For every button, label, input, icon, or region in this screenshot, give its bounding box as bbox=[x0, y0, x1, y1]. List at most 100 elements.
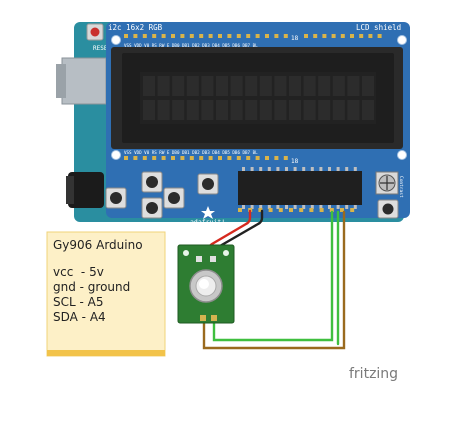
gy906-sensor-module bbox=[177, 244, 235, 324]
header-pin bbox=[329, 208, 334, 212]
header-pin bbox=[246, 156, 251, 160]
header-pin bbox=[313, 34, 318, 38]
header-pin bbox=[368, 34, 373, 38]
header-pin bbox=[133, 156, 138, 160]
lcd-cell bbox=[289, 100, 301, 120]
header-pin bbox=[319, 208, 324, 212]
shield-header-right: LCD shield bbox=[356, 23, 401, 32]
lcd-cell bbox=[186, 100, 199, 120]
header-pin bbox=[199, 34, 204, 38]
lcd-cell bbox=[245, 76, 258, 96]
header-pin bbox=[199, 156, 204, 160]
lcd-cell bbox=[157, 100, 170, 120]
header-pin bbox=[377, 34, 382, 38]
header-pin bbox=[161, 156, 166, 160]
button-right[interactable] bbox=[163, 187, 185, 209]
lcd-cell bbox=[303, 76, 316, 96]
header-pin bbox=[350, 34, 354, 38]
wire-scl bbox=[202, 210, 346, 350]
header-pin bbox=[350, 208, 355, 212]
header-pin bbox=[142, 156, 147, 160]
lcd-cell bbox=[347, 76, 360, 96]
wires bbox=[202, 209, 346, 350]
button-up[interactable] bbox=[141, 171, 163, 193]
lcd-cell bbox=[143, 100, 155, 120]
header-pin bbox=[289, 208, 293, 212]
bottom-pin-labels: VSS VDD V0 RS RW E DB0 DB1 DB2 DB3 DB4 D… bbox=[124, 150, 258, 155]
header-pin bbox=[274, 156, 279, 160]
mcp23017-chip bbox=[238, 167, 362, 209]
adafruit-star-icon bbox=[201, 206, 215, 219]
header-pin bbox=[255, 34, 260, 38]
analog-header-pins bbox=[238, 208, 355, 212]
lcd-display bbox=[111, 47, 403, 149]
header-pin bbox=[124, 156, 128, 160]
bottom-header-pins bbox=[124, 156, 288, 160]
header-pin bbox=[265, 34, 269, 38]
lcd-cell bbox=[347, 100, 360, 120]
mount-hole bbox=[397, 150, 407, 160]
button-left[interactable] bbox=[105, 187, 127, 209]
reset-button-arduino[interactable] bbox=[86, 23, 104, 41]
lcd-cell bbox=[157, 76, 170, 96]
contrast-potentiometer[interactable] bbox=[375, 171, 399, 195]
lcd-cell bbox=[362, 76, 374, 96]
shield-header-left: i2c 16x2 RGB bbox=[108, 23, 163, 32]
header-pin bbox=[189, 34, 194, 38]
header-pin bbox=[124, 34, 128, 38]
header-pin bbox=[189, 156, 194, 160]
header-pin bbox=[359, 34, 364, 38]
lcd-cell bbox=[332, 76, 345, 96]
header-pin bbox=[152, 156, 157, 160]
note-card: Gy906 Arduino vcc - 5v gnd - ground SCL … bbox=[46, 231, 166, 357]
header-pin bbox=[161, 34, 166, 38]
top-pin-end-label: 18 bbox=[291, 35, 299, 42]
button-reset-shield[interactable] bbox=[377, 199, 399, 219]
header-pin bbox=[208, 34, 213, 38]
lcd-cell bbox=[216, 100, 228, 120]
bottom-pin-end-label: 18 bbox=[291, 158, 299, 165]
lcd-cell bbox=[274, 100, 287, 120]
lcd-cell bbox=[318, 76, 331, 96]
lcd-cell bbox=[143, 76, 155, 96]
top-header-pins bbox=[124, 34, 382, 38]
button-down[interactable] bbox=[141, 197, 163, 219]
note-line-5: SDA - A4 bbox=[53, 310, 106, 324]
header-pin bbox=[283, 156, 288, 160]
lcd-cell bbox=[230, 76, 243, 96]
header-pin bbox=[274, 34, 279, 38]
fritzing-watermark: fritzing bbox=[349, 366, 398, 382]
header-pin bbox=[268, 208, 273, 212]
header-pin bbox=[227, 34, 232, 38]
mount-hole bbox=[397, 35, 407, 45]
lcd-cell bbox=[259, 76, 272, 96]
lcd-cell bbox=[362, 100, 374, 120]
header-pin bbox=[340, 208, 344, 212]
header-pin bbox=[246, 34, 251, 38]
lcd-character-cells bbox=[143, 76, 374, 120]
header-pin bbox=[299, 208, 304, 212]
header-pin bbox=[133, 34, 138, 38]
reset-label: RESET bbox=[93, 45, 111, 52]
wire-sda bbox=[212, 210, 334, 342]
mount-hole bbox=[111, 35, 121, 45]
lcd-cell bbox=[274, 76, 287, 96]
mount-hole bbox=[111, 150, 121, 160]
lcd-cell bbox=[245, 100, 258, 120]
header-pin bbox=[255, 156, 260, 160]
top-pin-labels: VSS VDD V0 RS RW E DB0 DB1 DB2 DB3 DB4 D… bbox=[124, 43, 258, 48]
lcd-cell bbox=[332, 100, 345, 120]
adafruit-brand-label: adafruit! bbox=[190, 218, 225, 226]
lcd-cell bbox=[172, 76, 185, 96]
header-pin bbox=[180, 34, 185, 38]
header-pin bbox=[227, 156, 232, 160]
lcd-cell bbox=[201, 76, 214, 96]
lcd-cell bbox=[318, 100, 331, 120]
note-line-4: SCL - A5 bbox=[53, 295, 103, 309]
header-pin bbox=[218, 156, 222, 160]
header-pin bbox=[142, 34, 147, 38]
lcd-cell bbox=[259, 100, 272, 120]
header-pin bbox=[265, 156, 269, 160]
button-select[interactable] bbox=[197, 173, 219, 195]
note-line-2: vcc - 5v bbox=[53, 265, 104, 279]
